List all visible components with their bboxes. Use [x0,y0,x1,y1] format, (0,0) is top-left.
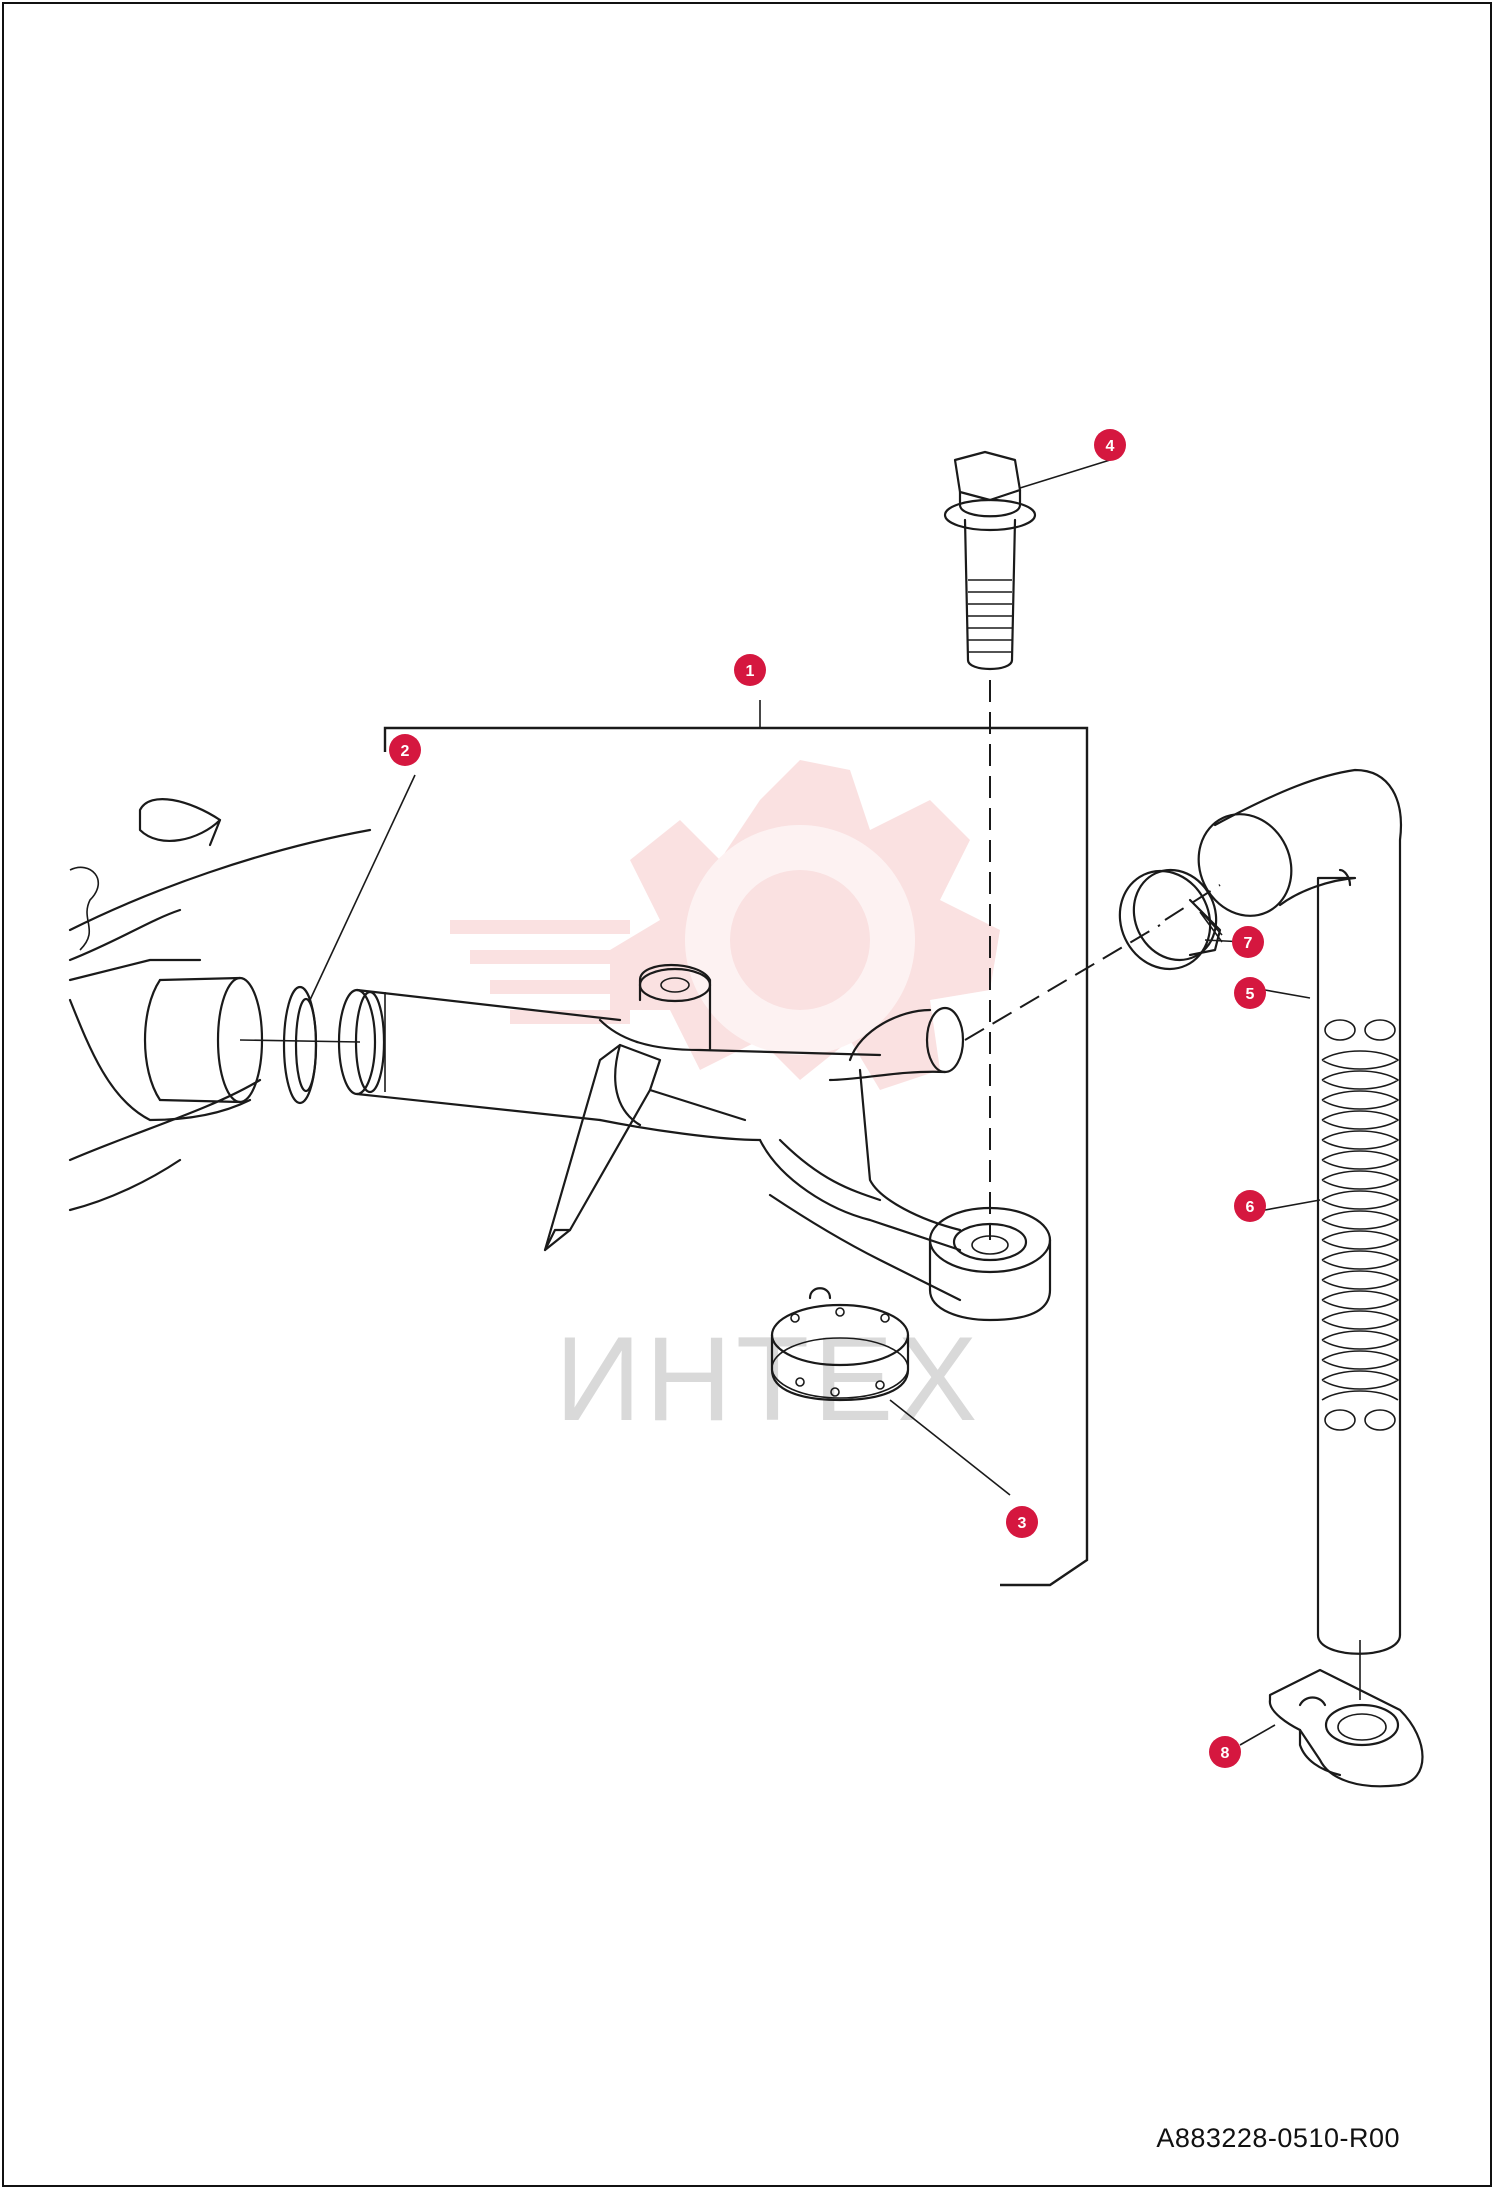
svg-text:8: 8 [1221,1745,1230,1762]
spring-part [1321,1050,1400,1401]
svg-text:5: 5 [1246,986,1255,1003]
tube-assembly-part [337,964,1052,1322]
callout-8: 8 [1209,1736,1241,1768]
callout-7: 7 [1232,926,1264,958]
svg-text:6: 6 [1246,1199,1255,1216]
bracket-plate-part [1268,1668,1424,1788]
callout-1: 1 [734,654,766,686]
elbow-hose-part [1197,768,1402,1655]
watermark-text: ИНТЕХ [555,1312,981,1446]
svg-text:2: 2 [401,743,410,760]
flange-bolt-part [943,450,1037,670]
callout-6: 6 [1234,1190,1266,1222]
callout-5: 5 [1234,977,1266,1009]
o-ring-part [282,985,318,1105]
svg-text:3: 3 [1018,1515,1027,1532]
callout-3: 3 [1006,1506,1038,1538]
callout-4: 4 [1094,429,1126,461]
callout-leader-lines [309,459,1321,1746]
watermark-gear-logo [450,760,1000,1090]
hose-clamp-part [1118,868,1223,971]
document-number: A883228-0510-R00 [1156,2123,1400,2153]
svg-text:1: 1 [746,663,755,680]
svg-text:4: 4 [1106,438,1115,455]
engine-housing-outline [68,798,372,1212]
svg-text:7: 7 [1244,935,1253,952]
clip-ring-part [770,1287,910,1402]
callout-2: 2 [389,734,421,766]
assembly-group-bracket [383,700,1089,1587]
